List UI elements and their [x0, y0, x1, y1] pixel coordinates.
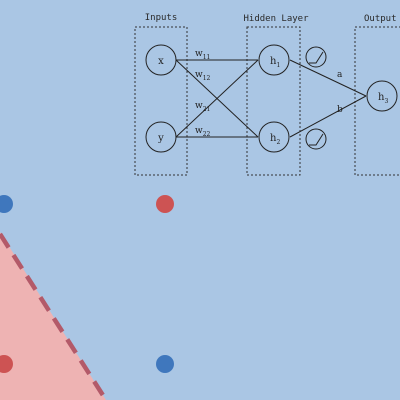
- node-y: y: [145, 121, 177, 153]
- edge-y-h1: [175, 59, 259, 138]
- edge-h2-h3: [289, 95, 367, 138]
- node-h1: h1: [258, 44, 290, 76]
- output-layer-title: Output: [364, 14, 397, 24]
- svg-text:h3: h3: [378, 92, 388, 105]
- weight-w21: w21: [195, 101, 210, 113]
- svg-text:h2: h2: [270, 133, 280, 146]
- hidden-layer-title: Hidden Layer: [243, 14, 309, 24]
- weight-w11: w11: [195, 49, 210, 61]
- output-layer-box: [354, 26, 400, 176]
- data-point-blue: [0, 195, 13, 213]
- data-point-red: [156, 195, 174, 213]
- svg-text:y: y: [157, 133, 164, 144]
- data-point-red: [0, 355, 13, 373]
- inputs-layer-box: [134, 26, 188, 176]
- data-point-blue: [156, 355, 174, 373]
- svg-text:x: x: [158, 56, 164, 67]
- node-h3: h3: [366, 80, 398, 112]
- weight-w12: w12: [195, 70, 211, 82]
- weight-w22: w22: [195, 126, 211, 138]
- inputs-layer-title: Inputs: [145, 13, 178, 23]
- decision-boundary: [0, 232, 108, 400]
- weight-a: a: [337, 70, 343, 80]
- weight-b: b: [337, 105, 343, 115]
- node-h2: h2: [258, 121, 290, 153]
- relu-icon: [305, 128, 327, 150]
- edge-h1-h3: [289, 59, 367, 97]
- red-decision-region: [0, 232, 106, 400]
- node-x: x: [145, 44, 177, 76]
- relu-icon: [305, 46, 327, 68]
- hidden-layer-box: [246, 26, 301, 176]
- svg-text:h1: h1: [270, 56, 280, 69]
